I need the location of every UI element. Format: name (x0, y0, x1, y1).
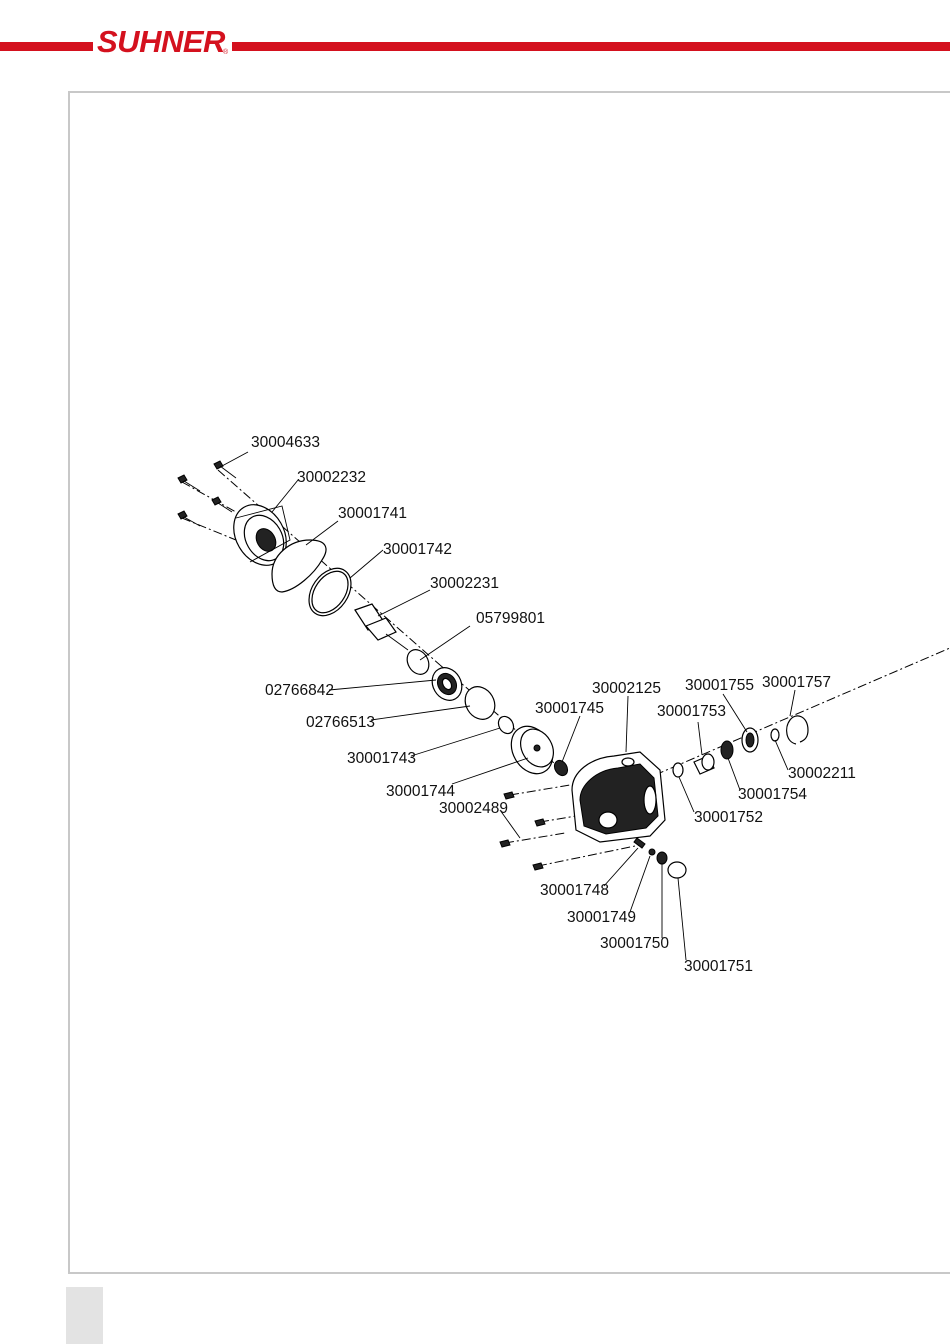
label-30002232: 30002232 (297, 469, 366, 486)
pinion-30001745 (552, 758, 570, 778)
screw-left-3 (178, 511, 200, 526)
screw-left-1 (178, 475, 200, 491)
label-30002231: 30002231 (430, 575, 499, 592)
ball-30001749 (649, 849, 655, 855)
screw-30004633 (214, 461, 236, 478)
bearing-02766842 (426, 662, 467, 705)
label-02766842: 02766842 (265, 682, 334, 699)
label-02766513: 02766513 (306, 714, 375, 731)
cap-30001751 (668, 862, 686, 878)
label-30001744: 30001744 (386, 783, 455, 800)
label-30004633: 30004633 (251, 434, 320, 451)
housing-screw-axis (510, 785, 570, 795)
screw-axis-line (182, 518, 236, 540)
screw-left-2 (212, 497, 232, 512)
washer-30002211 (771, 729, 779, 741)
shaft-30002231 (355, 604, 408, 650)
label-30002211: 30002211 (788, 765, 856, 782)
spring-30001750 (657, 852, 667, 864)
label-30001752: 30001752 (694, 809, 763, 826)
label-30001754: 30001754 (738, 786, 807, 803)
ring-30001752 (673, 763, 683, 777)
circlip-30001757 (787, 716, 808, 744)
label-30002489: 30002489 (439, 800, 508, 817)
housing-30002125 (572, 752, 665, 842)
ring-30001754 (721, 741, 733, 759)
label-30002125: 30002125 (592, 680, 661, 697)
label-30001757: 30001757 (762, 674, 831, 691)
bearing-30001755 (742, 728, 758, 752)
label-05799801: 05799801 (476, 610, 545, 627)
label-30001751: 30001751 (684, 958, 753, 975)
label-30001741: 30001741 (338, 505, 407, 522)
label-30001755: 30001755 (685, 677, 754, 694)
housing-screw-axis (505, 833, 565, 843)
pin-30001748 (634, 838, 645, 848)
label-30001753: 30001753 (657, 703, 726, 720)
sleeve-30001753 (694, 754, 714, 774)
circlip-02766513 (459, 681, 500, 724)
label-30001745: 30001745 (535, 700, 604, 717)
label-30001750: 30001750 (600, 935, 669, 952)
label-30001748: 30001748 (540, 882, 609, 899)
label-30001743: 30001743 (347, 750, 416, 767)
seal-05799801 (403, 646, 433, 679)
spacer-30001743 (495, 714, 516, 737)
upper-axis-line (218, 470, 440, 665)
label-30001742: 30001742 (383, 541, 452, 558)
footer-page-tab (66, 1287, 103, 1344)
label-30001749: 30001749 (567, 909, 636, 926)
screw-axis-line (182, 482, 236, 512)
